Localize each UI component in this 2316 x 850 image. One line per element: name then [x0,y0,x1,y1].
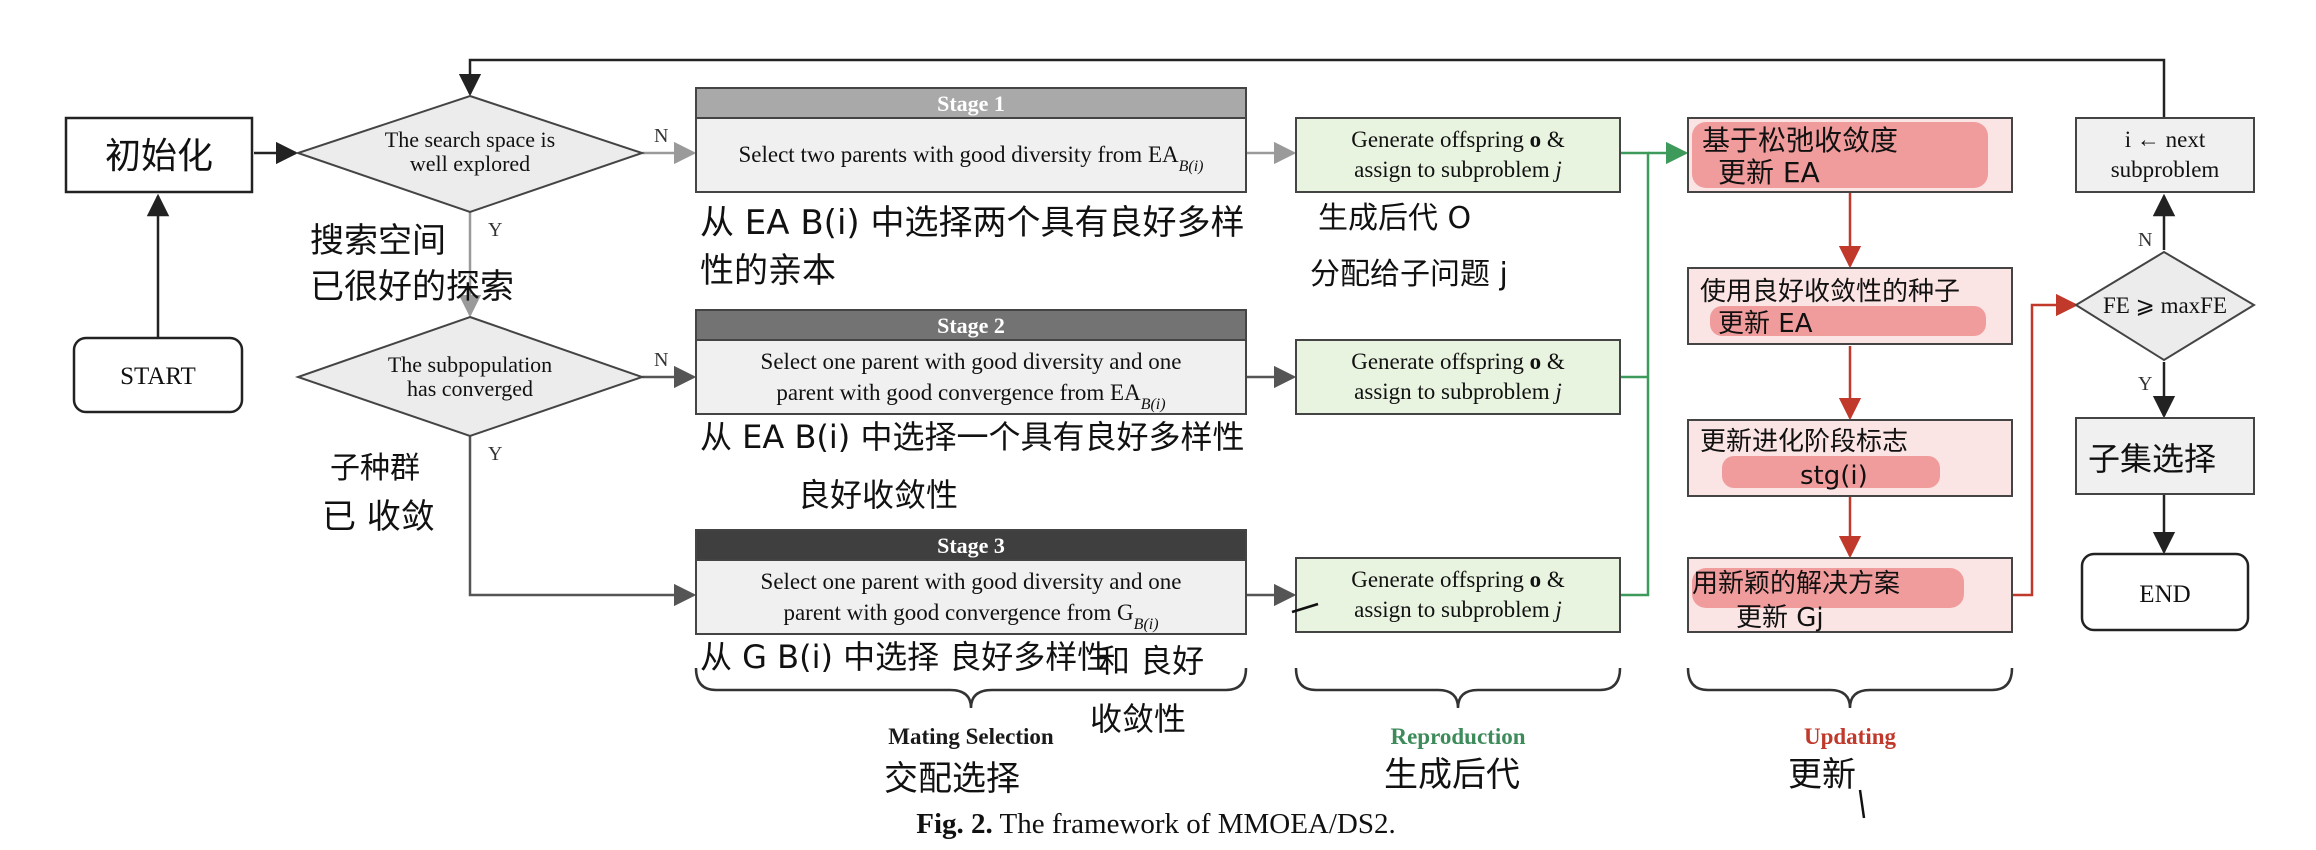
subset-select-label: 子集选择 [2088,440,2216,478]
decision2-line1: The subpopulation [388,352,552,377]
stage3-note-line3: 收敛性 [1090,700,1186,738]
fe-yes-label: Y [2138,373,2152,395]
update1-line2: 更新 EA [1718,156,1820,189]
update4-line2: 更新 Gj [1736,603,1824,633]
phase-reproduction-note: 生成后代 [1384,755,1520,795]
stage1-text-sub: B(i) [1179,158,1204,175]
update-box-3: 更新进化阶段标志 stg(i) [1687,419,2013,497]
reproduction-brace [1294,667,1622,709]
stage2-header: Stage 2 [937,313,1005,338]
stage1-note-line1: 从 EA B(i) 中选择两个具有良好多样 [700,203,1244,243]
repro-merge-line [1620,151,1650,597]
end-label: END [2139,581,2190,608]
mating-brace [694,667,1248,709]
update4-line1: 用新颖的解决方案 [1692,569,1900,599]
stage3-text-sub: B(i) [1134,616,1159,633]
fe-check-label: FE ⩾ maxFE [2103,293,2227,318]
phase-mating-label: Mating Selection [888,724,1054,749]
stage1-text: Select two parents with good diversity f… [739,142,1204,175]
stage3-text-line2: parent with good convergence from GB(i) [783,600,1158,633]
fe-decision: FE ⩾ maxFE [2074,250,2256,362]
decision1-line1: The search space is [385,127,555,152]
repro2-line2: assign to subproblem j [1354,379,1562,404]
decision1-line2: well explored [410,151,530,176]
stage1-box: Stage 1 Select two parents with good div… [695,87,1247,193]
update-box-2: 使用良好收敛性的种子 更新 EA [1687,267,2013,345]
note-decision1-line2: 已很好的探索 [310,267,514,307]
figure-caption: Fig. 2. The framework of MMOEA/DS2. [916,808,1396,840]
phase-reproduction-label: Reproduction [1390,724,1525,749]
reproduction-box-2: Generate offspring o & assign to subprob… [1295,339,1621,415]
note-decision2-line2: 已 收敛 [322,497,435,537]
decision-subpopulation: The subpopulation has converged [294,315,646,438]
fe-no-label: N [2138,229,2152,251]
phase-updating-note: 更新 [1788,755,1856,795]
repro-note-line1: 生成后代 O [1318,201,1471,236]
stage3-text-main: parent with good convergence from G [783,600,1133,625]
update2-line2: 更新 EA [1718,309,1813,339]
stage2-text-main: parent with good convergence from EA [776,380,1141,405]
stage2-text-line2: parent with good convergence from EAB(i) [776,380,1165,413]
subset-selection-box: 子集选择 [2075,417,2255,495]
update3-line1: 更新进化阶段标志 [1700,427,1908,457]
reproduction-box-3: Generate offspring o & assign to subprob… [1295,557,1621,633]
stage1-note-line2: 性的亲本 [700,251,836,291]
repro-note-line2: 分配给子问题 j [1310,257,1508,292]
stage2-note-line2: 良好收敛性 [798,476,958,514]
repro2-line1: Generate offspring o & [1351,349,1565,374]
repro3-line2: assign to subproblem j [1354,597,1562,622]
update2-line1: 使用良好收敛性的种子 [1700,277,1960,307]
stage2-box: Stage 2 Select one parent with good dive… [695,309,1247,415]
init-label: 初始化 [105,136,213,177]
stage3-header: Stage 3 [937,533,1005,558]
scribble-tail [1858,789,1866,819]
updating-brace [1686,667,2014,709]
start-node: START [72,336,244,414]
decision2-no-label: N [654,349,668,371]
decision1-no-label: N [654,125,668,147]
stage2-note-line1: 从 EA B(i) 中选择一个具有良好多样性 [700,418,1244,456]
repro3-line1: Generate offspring o & [1351,567,1565,592]
init-node: 初始化 [64,116,254,194]
stage3-note-line2: 和 良好 [1098,642,1204,680]
repro1-line1: Generate offspring o & [1351,127,1565,152]
decision2-line2: has converged [407,376,533,401]
decision-search-space: The search space is well explored [294,94,646,214]
update3-line2: stg(i) [1800,461,1868,491]
connectors [146,58,2176,607]
next-subproblem-box: i ← next subproblem [2075,117,2255,193]
note-decision1-line1: 搜索空间 [310,221,446,261]
decision2-yes-arrow [468,436,697,607]
next-sub-line1: i ← next [2125,127,2206,152]
note-decision2-line1: 子种群 [330,451,420,486]
phase-mating-note: 交配选择 [884,759,1020,799]
start-label: START [120,363,196,390]
decision2-yes-label: Y [488,443,502,465]
end-node: END [2080,552,2250,632]
repro1-line2: assign to subproblem j [1354,157,1562,182]
phase-updating-label: Updating [1804,724,1897,749]
update1-line1: 基于松弛收敛度 [1702,124,1898,157]
stage2-text-line1: Select one parent with good diversity an… [761,349,1182,374]
update-box-4: 用新颖的解决方案 更新 Gj [1687,557,2013,633]
loop-back-arrow [458,58,2166,172]
reproduction-box-1: Generate offspring o & assign to subprob… [1295,117,1621,193]
scribble-mark [1291,602,1319,614]
stage1-text-main: Select two parents with good diversity f… [739,142,1180,167]
next-sub-line2: subproblem [2111,157,2220,182]
stage3-box: Stage 3 Select one parent with good dive… [695,529,1247,635]
decision1-yes-label: Y [488,219,502,241]
stage2-text-sub: B(i) [1141,396,1166,413]
stage3-note-line1: 从 G B(i) 中选择 良好多样性 [700,638,1109,676]
update-box-1: 基于松弛收敛度 更新 EA [1687,117,2013,193]
update4-to-fe-arrow [2010,293,2079,597]
stage1-header: Stage 1 [937,91,1005,116]
stage3-text-line1: Select one parent with good diversity an… [761,569,1182,594]
